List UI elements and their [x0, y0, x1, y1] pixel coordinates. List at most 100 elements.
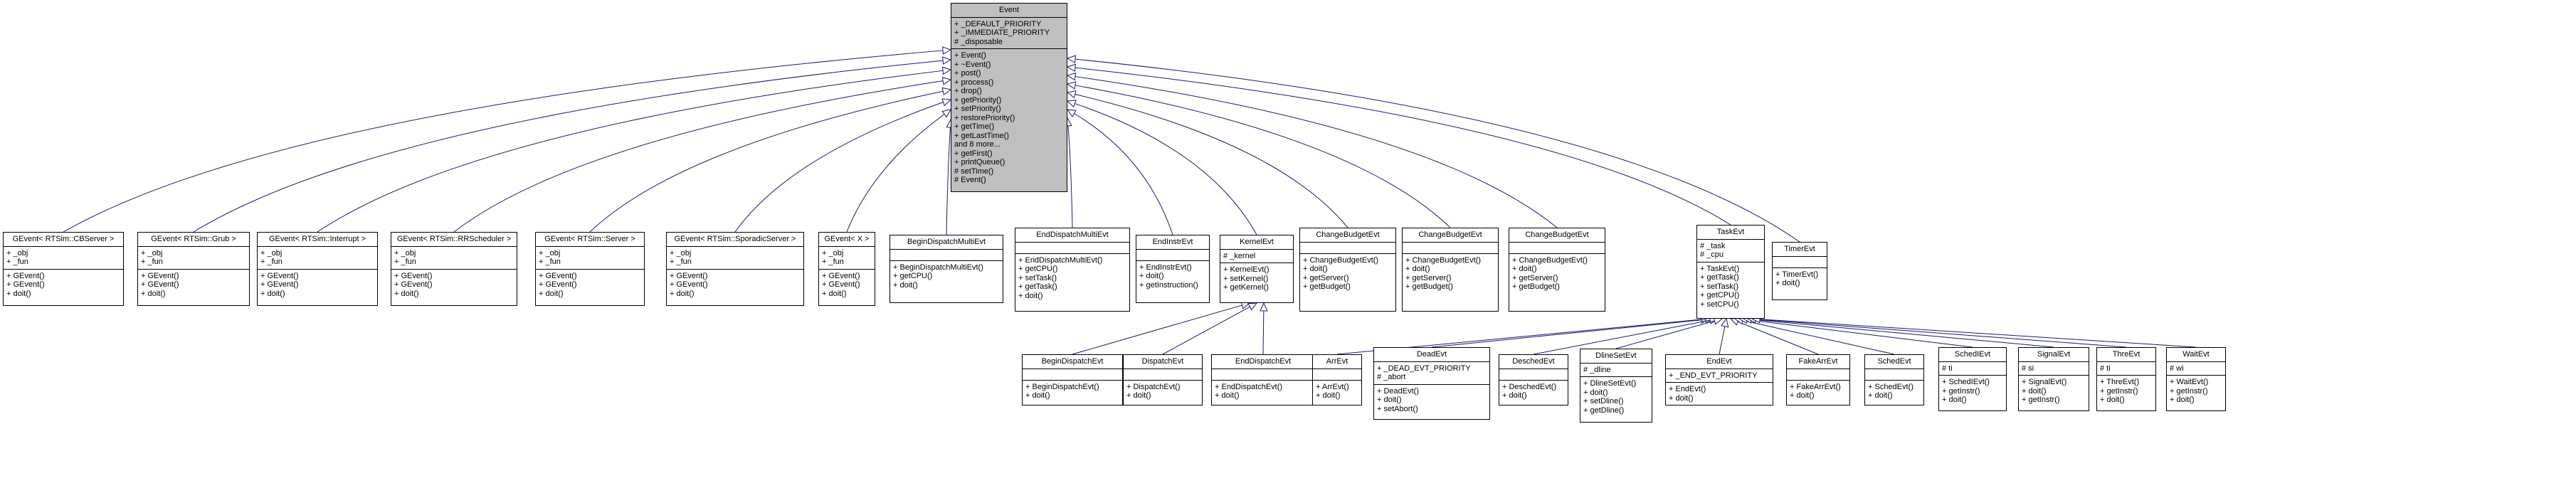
class-method: + ~Event()	[954, 60, 991, 69]
class-name: GEvent< RTSim::Server >	[536, 233, 644, 247]
class-box-changebudgetevt[interactable]: ChangeBudgetEvt+ ChangeBudgetEvt()+ doit…	[1402, 228, 1499, 312]
inheritance-line	[1262, 310, 1265, 355]
inheritance-line	[1751, 319, 2054, 348]
class-box-gevent-rtsim-sporadicserver[interactable]: GEvent< RTSim::SporadicServer >+ _obj+ _…	[666, 232, 804, 306]
class-box-schedievt[interactable]: SchedIEvt# ti+ SchedIEvt()+ getInstr()+ …	[1938, 347, 2007, 411]
class-method: + setKernel()	[1223, 274, 1269, 283]
class-method: + EndInstrEvt()	[1139, 263, 1192, 272]
class-box-schedevt[interactable]: SchedEvt+ SchedEvt()+ doit()	[1864, 354, 1924, 405]
class-attribute: # wi	[2170, 364, 2184, 373]
class-attributes: + _obj+ _fun	[667, 247, 803, 270]
inheritance-line	[946, 127, 951, 235]
inheritance-arrowhead	[1066, 55, 1077, 63]
class-box-gevent-rtsim-cbserver[interactable]: GEvent< RTSim::CBServer >+ _obj+ _fun+ G…	[3, 232, 124, 306]
class-box-threevt[interactable]: ThreEvt# ti+ ThreEvt()+ getInstr()+ doit…	[2096, 347, 2156, 411]
class-name: SchedEvt	[1865, 355, 1923, 369]
inheritance-line	[63, 50, 944, 233]
class-method: + getPriority()	[954, 95, 1002, 105]
class-name: BeginDispatchEvt	[1023, 355, 1122, 369]
inheritance-line	[1067, 125, 1073, 228]
class-box-begindispatchmultievt[interactable]: BeginDispatchMultiEvt+ BeginDispatchMult…	[890, 235, 1003, 303]
class-box-gevent-rtsim-rrscheduler[interactable]: GEvent< RTSim::RRScheduler >+ _obj+ _fun…	[391, 232, 517, 306]
class-attribute: # si	[2022, 364, 2034, 373]
class-name: DispatchEvt	[1124, 355, 1202, 369]
class-box-fakearrevt[interactable]: FakeArrEvt+ FakeArrEvt()+ doit()	[1786, 354, 1850, 405]
class-attributes	[1499, 369, 1568, 381]
class-method: + getLastTime()	[954, 131, 1009, 140]
class-box-waitevt[interactable]: WaitEvt# wi+ WaitEvt()+ getInstr()+ doit…	[2166, 347, 2226, 411]
class-box-kernelevt[interactable]: KernelEvt# _kernel+ KernelEvt()+ setKern…	[1220, 235, 1294, 303]
class-attribute: + _END_EVT_PRIORITY	[1669, 371, 1758, 380]
class-attributes: + _DEAD_EVT_PRIORITY# _abort	[1374, 362, 1489, 385]
class-method: + doit()	[260, 289, 285, 298]
class-box-gevent-x[interactable]: GEvent< X >+ _obj+ _fun+ GEvent()+ GEven…	[818, 232, 875, 306]
class-attributes: # _kernel	[1220, 250, 1293, 263]
class-box-changebudgetevt[interactable]: ChangeBudgetEvt+ ChangeBudgetEvt()+ doit…	[1299, 228, 1396, 312]
class-methods: + ThreEvt()+ getInstr()+ doit()	[2097, 376, 2155, 407]
class-method: + BeginDispatchEvt()	[1025, 382, 1099, 391]
class-box-enddispatchevt[interactable]: EndDispatchEvt+ EndDispatchEvt()+ doit()	[1211, 354, 1315, 405]
class-name: GEvent< RTSim::CBServer >	[4, 233, 123, 247]
class-methods: + DeadEvt()+ doit()+ setAbort()	[1374, 385, 1489, 416]
inheritance-line	[1072, 304, 1242, 355]
class-box-dispatchevt[interactable]: DispatchEvt+ DispatchEvt()+ doit()	[1123, 354, 1203, 405]
class-box-enddispatchmultievt[interactable]: EndDispatchMultiEvt + EndDispatchMultiEvt…	[1015, 228, 1130, 312]
class-method: + doit()	[822, 289, 847, 298]
class-method: + doit()	[1303, 265, 1328, 273]
class-box-deadevt[interactable]: DeadEvt+ _DEAD_EVT_PRIORITY# _abort+ Dea…	[1373, 347, 1490, 420]
class-box-event[interactable]: Event+ _DEFAULT_PRIORITY+ _IMMEDIATE_PRI…	[951, 3, 1067, 192]
inheritance-arrowhead	[1721, 317, 1729, 328]
class-method: + getBudget()	[1512, 282, 1560, 291]
class-box-gevent-rtsim-server[interactable]: GEvent< RTSim::Server >+ _obj+ _fun+ GEv…	[535, 232, 645, 306]
class-method: + GEvent()	[822, 271, 860, 280]
class-method: + drop()	[954, 87, 982, 95]
class-name: ArrEvt	[1313, 355, 1361, 369]
class-box-dlinesetevt[interactable]: DlineSetEvt# _dline+ DlineSetEvt()+ doit…	[1580, 349, 1652, 423]
class-box-begindispatchevt[interactable]: BeginDispatchEvt+ BeginDispatchEvt()+ do…	[1022, 354, 1123, 405]
class-box-endevt[interactable]: EndEvt+ _END_EVT_PRIORITY+ EndEvt()+ doi…	[1665, 354, 1773, 405]
class-box-taskevt[interactable]: TaskEvt# _task# _cpu+ TaskEvt()+ getTask…	[1696, 225, 1765, 319]
class-box-endinstrevt[interactable]: EndInstrEvt+ EndInstrEvt()+ doit()+ getI…	[1136, 235, 1210, 303]
inheritance-arrowhead	[1066, 81, 1077, 90]
class-attribute: + _fun	[394, 258, 416, 266]
class-attribute: + _fun	[260, 258, 283, 266]
class-method: + doit()	[1139, 272, 1164, 280]
class-name: TimerEvt	[1773, 243, 1827, 257]
class-method: + doit()	[1583, 388, 1608, 397]
class-method: + EndDispatchMultiEvt()	[1018, 255, 1103, 265]
class-method: + doit()	[141, 289, 166, 298]
class-box-arrevt[interactable]: ArrEvt + ArrEvt()+ doit()	[1312, 354, 1362, 405]
class-method: + GEvent()	[6, 280, 45, 289]
class-attributes	[1015, 243, 1129, 254]
class-method: + GEvent()	[670, 280, 708, 289]
class-box-timerevt[interactable]: TimerEvt+ TimerEvt()+ doit()	[1772, 242, 1827, 300]
class-box-gevent-rtsim-interrupt[interactable]: GEvent< RTSim::Interrupt >+ _obj+ _fun+ …	[257, 232, 378, 306]
class-name: GEvent< RTSim::Interrupt >	[258, 233, 377, 247]
inheritance-arrowhead	[941, 109, 951, 118]
class-attributes	[1403, 243, 1498, 254]
class-attributes: # _dline	[1580, 364, 1652, 377]
inheritance-line	[1759, 319, 2197, 348]
class-box-signalevt[interactable]: SignalEvt# si+ SignalEvt()+ doit()+ getI…	[2018, 347, 2089, 411]
inheritance-arrowhead	[941, 98, 952, 107]
class-attribute: # ti	[1942, 364, 1953, 373]
class-method: + GEvent()	[822, 280, 860, 289]
inheritance-line	[1431, 319, 1706, 348]
class-methods: + WaitEvt()+ getInstr()+ doit()	[2167, 376, 2225, 407]
class-attributes: # _task# _cpu	[1697, 240, 1764, 263]
class-name: ChangeBudgetEvt	[1403, 228, 1498, 243]
class-method: and 8 more...	[954, 140, 1001, 149]
class-box-deschedevt[interactable]: DeschedEvt+ DeschedEvt()+ doit()	[1499, 354, 1568, 405]
class-method: + getInstr()	[2170, 386, 2208, 396]
class-box-changebudgetevt[interactable]: ChangeBudgetEvt+ ChangeBudgetEvt()+ doit…	[1509, 228, 1605, 312]
class-methods: + GEvent()+ GEvent()+ doit()	[536, 270, 644, 301]
class-method: + getKernel()	[1223, 283, 1269, 292]
class-methods: + ArrEvt()+ doit()	[1313, 381, 1361, 403]
class-method: + getBudget()	[1405, 282, 1453, 291]
class-name: ChangeBudgetEvt	[1509, 228, 1605, 243]
class-attribute: + _fun	[6, 258, 28, 266]
class-attribute: + _DEAD_EVT_PRIORITY	[1377, 364, 1471, 373]
class-box-gevent-rtsim-grub[interactable]: GEvent< RTSim::Grub >+ _obj+ _fun+ GEven…	[137, 232, 250, 306]
class-name: EndDispatchMultiEvt	[1015, 228, 1129, 243]
class-attribute: + _obj	[539, 248, 561, 258]
